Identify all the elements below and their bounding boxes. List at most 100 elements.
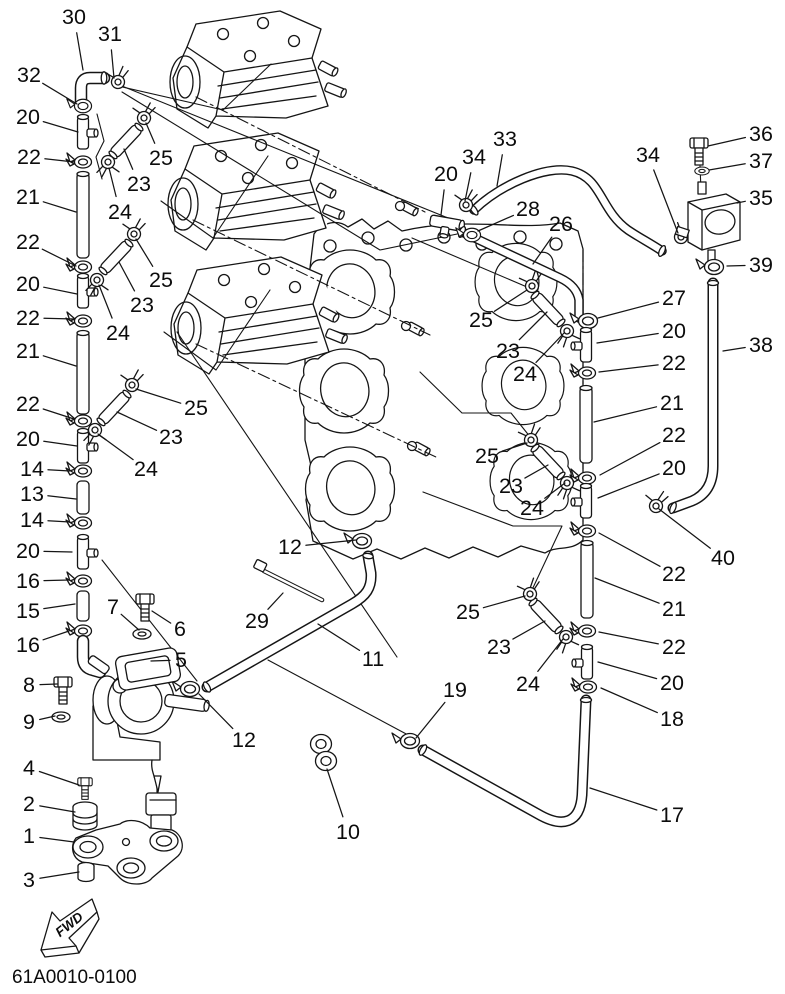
leader-line-20 <box>596 332 659 344</box>
leader-line-20 <box>597 473 660 499</box>
leader-line-38 <box>722 346 746 352</box>
leader-line-26 <box>532 236 553 265</box>
callout-25: 25 <box>469 308 493 332</box>
callout-2: 2 <box>23 792 35 816</box>
leader-line-20 <box>597 661 658 680</box>
callout-24: 24 <box>108 200 132 224</box>
bolt-8 <box>53 676 73 705</box>
callout-10: 10 <box>336 820 360 844</box>
leader-line-25 <box>135 388 182 404</box>
leader-line-25 <box>145 122 156 144</box>
callout-26: 26 <box>549 212 573 236</box>
leader-line-7 <box>120 613 140 631</box>
leader-line-20 <box>440 189 445 216</box>
leader-line-20 <box>43 286 78 295</box>
wire-tip <box>153 775 162 793</box>
clamp-39 <box>695 258 725 276</box>
callout-23: 23 <box>127 172 151 196</box>
fuel-filter-assembly <box>674 137 741 276</box>
joint-20 <box>76 113 99 150</box>
leader-line-22 <box>598 631 659 645</box>
leader-line-17 <box>589 787 658 811</box>
callout-12: 12 <box>278 535 302 559</box>
leader-line-22 <box>43 317 75 320</box>
leader-line-39 <box>726 264 746 267</box>
leader-line-29 <box>267 592 284 610</box>
leader-line-20 <box>43 550 73 553</box>
fuel-hose-17 <box>391 694 593 828</box>
leader-line-13 <box>47 495 77 500</box>
leader-line-22 <box>42 408 75 420</box>
washer-9 <box>51 711 71 723</box>
joint-20 <box>571 643 594 680</box>
callout-12: 12 <box>232 728 256 752</box>
bolt-4 <box>77 777 93 800</box>
leader-line-8 <box>39 683 58 686</box>
leader-line-32 <box>42 82 78 105</box>
fuel-pipe-38 <box>645 277 720 515</box>
callout-25: 25 <box>184 396 208 420</box>
callout-7: 7 <box>107 595 119 619</box>
callout-24: 24 <box>513 362 537 386</box>
callout-layer: 3031322022212220222122201413142016151689… <box>16 5 773 892</box>
leader-line-21 <box>42 355 77 367</box>
callout-15: 15 <box>16 599 40 623</box>
callout-17: 17 <box>660 803 684 827</box>
callout-27: 27 <box>662 286 686 310</box>
callout-25: 25 <box>456 600 480 624</box>
callout-20: 20 <box>660 671 684 695</box>
leader-line-19 <box>415 701 446 739</box>
leader-line-24 <box>544 482 566 499</box>
callout-16: 16 <box>16 633 40 657</box>
leader-line-25 <box>482 595 526 609</box>
callout-14: 14 <box>20 457 44 481</box>
leader-line-9 <box>39 715 56 721</box>
callout-22: 22 <box>662 562 686 586</box>
leader-line-20 <box>42 120 79 133</box>
callout-24: 24 <box>134 457 158 481</box>
clamp-14 <box>65 461 93 478</box>
top-hose-assembly <box>426 165 699 323</box>
left-fuel-rail <box>65 63 135 679</box>
callout-32: 32 <box>17 63 41 87</box>
leader-line-5 <box>150 659 171 662</box>
callout-24: 24 <box>106 321 130 345</box>
leader-line-27 <box>597 301 660 319</box>
callout-20: 20 <box>16 105 40 129</box>
leader-line-18 <box>600 687 658 714</box>
clamp-22 <box>65 257 93 274</box>
leader-line-23 <box>116 411 158 431</box>
leader-line-21 <box>594 577 660 604</box>
callout-22: 22 <box>16 230 40 254</box>
pump-mount-parts <box>71 777 183 885</box>
fuel-hose-11 <box>171 532 377 698</box>
callout-6: 6 <box>174 617 186 641</box>
leader-line-25 <box>501 442 528 452</box>
leader-line-24 <box>98 284 113 319</box>
clamp-18 <box>570 677 598 694</box>
leader-line-23 <box>123 148 134 170</box>
leader-line-34 <box>464 172 472 202</box>
callout-20: 20 <box>434 162 458 186</box>
washer-37 <box>694 166 710 176</box>
leader-line-23 <box>118 261 136 292</box>
leader-line-6 <box>151 610 172 624</box>
grommet-2 <box>72 801 98 831</box>
callout-11: 11 <box>362 647 384 671</box>
callout-16: 16 <box>16 569 40 593</box>
callout-31: 31 <box>98 22 122 46</box>
callout-23: 23 <box>487 635 511 659</box>
callout-21: 21 <box>16 185 40 209</box>
leader-line-14 <box>47 520 71 523</box>
washer-7 <box>132 628 152 640</box>
clamp-12 <box>171 680 201 698</box>
leader-line-11 <box>317 623 361 652</box>
callout-23: 23 <box>499 474 523 498</box>
leader-line-3 <box>39 871 80 879</box>
callout-3: 3 <box>23 868 35 892</box>
leader-line-25 <box>493 289 528 312</box>
rubber-mount-10 <box>309 733 338 772</box>
callout-39: 39 <box>749 253 773 277</box>
leader-line-25 <box>135 238 154 267</box>
